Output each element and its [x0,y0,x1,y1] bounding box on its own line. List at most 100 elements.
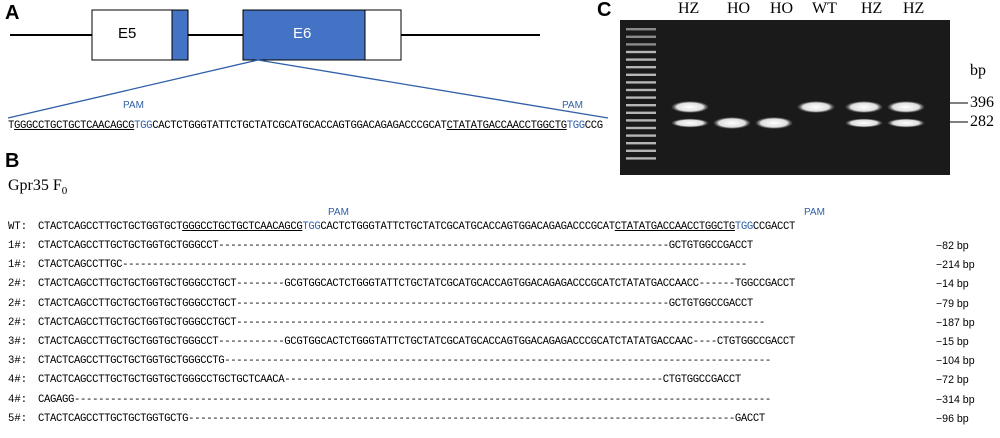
alignment-row: 1#: CTACTCAGCCTTGCTGCTGGTGCTGGGCCT-------… [8,240,993,259]
row-label: 1#: [8,240,28,252]
ladder-band [626,81,656,84]
band-282 [671,118,709,128]
sgrna1-site: GGGCCTGCTGCTCAACAGCG [14,120,135,132]
deletion-size: −82 bp [936,240,969,252]
panel-a-letter: A [5,2,20,24]
wt-pam2: TGG [734,221,753,233]
mutant-sequence: CTACTCAGCCTTGCTGCTGGTGCTGGGCCTGCTGCTCAAC… [38,374,741,387]
bp-unit-label: bp [970,62,986,79]
lane-label: WT [812,0,837,17]
deletion-size: −214 bp [936,259,975,272]
alignment-row: 3#:CTACTCAGCCTTGCTGCTGGTGCTGGGCCT-------… [8,336,993,355]
alignment-row: 5#: CTACTCAGCCTTGCTGCTGGTGCTG------------… [8,413,993,432]
mutant-sequence: CTACTCAGCCTTGCTGCTGGTGCTGGGCCT----------… [38,335,795,348]
band-396 [797,101,835,113]
row-label: 5#: [8,412,28,425]
wt-row: WT: CTACTCAGCCTTGCTGCTGGTGCTGGGCCTGCTGCT… [8,221,993,240]
marker-396: 396 [970,94,994,111]
deletion-size: −79 bp [936,297,969,310]
ladder-band [626,58,656,61]
row-label: 1#: [8,259,28,272]
ladder-band [626,28,656,31]
ladder-band [626,73,656,76]
mutant-rows: 1#: CTACTCAGCCTTGCTGCTGGTGCTGGGCCT-------… [8,240,993,432]
lane-label: HO [770,0,794,17]
exon6-utr [364,9,402,61]
mutant-sequence: CTACTCAGCCTTGCTGCTGGTGCTGGGCCTG---------… [38,355,771,368]
exon5-coding [171,9,189,61]
deletion-size: −314 bp [936,393,975,406]
lane-label: HZ [903,0,925,17]
row-label: 2#: [8,297,28,310]
deletion-size: −72 bp [936,374,969,387]
row-label: 3#: [8,355,28,368]
mutant-sequence: CTACTCAGCCTTGCTGCTGGTGCTGGGCCT----------… [38,240,753,252]
deletion-size: −15 bp [936,335,969,348]
deletion-size: −96 bp [936,412,969,425]
wt-sgrna2: CTATATGACCAACCTGGCTG [614,221,736,233]
pam-label-a-right: PAM [562,100,583,111]
wt-part: CTACTCAGCCTTGCTGCTGGTGCT [38,221,183,233]
title-text: Gpr35 F [8,177,62,194]
seq-a-middle: CACTCTGGGTATTCTGCTATCGCATGCACCAGTGGACAGA… [152,120,447,132]
mutant-sequence: CTACTCAGCCTTGCTGCTGGTGCTGGGCCTGCT-------… [38,278,795,291]
deletion-size: −104 bp [936,355,975,368]
row-label: 2#: [8,316,28,329]
alignment-row: 4#: CTACTCAGCCTTGCTGCTGGTGCTGGGCCTGCTGCTC… [8,374,993,393]
alignment-row: 2#: CTACTCAGCCTTGCTGCTGGTGCTGGGCCTGCT----… [8,317,993,336]
zoom-line-left [7,59,259,119]
alignment-block: WT: CTACTCAGCCTTGCTGCTGGTGCTGGGCCTGCTGCT… [8,221,993,432]
deletion-size: −187 bp [936,316,975,329]
lane-label: HO [727,0,751,17]
band-282 [887,118,925,128]
ladder-band [626,111,656,114]
ladder-band [626,66,656,69]
lane-label: HZ [861,0,883,17]
panel-b-title: Gpr35 F0 [8,177,67,197]
ladder-band [626,35,656,38]
marker-282: 282 [970,113,994,130]
ladder-band [626,119,656,122]
panel-b-letter: B [5,150,20,172]
alignment-row: 3#: CTACTCAGCCTTGCTGCTGGTGCTGGGCCTG------… [8,355,993,374]
deletion-size: −14 bp [936,278,969,291]
gel-background [620,20,950,175]
zoom-line-right [257,59,609,119]
band-282 [845,118,883,128]
wt-sequence: CTACTCAGCCTTGCTGCTGGTGCTGGGCCTGCTGCTCAAC… [38,221,795,233]
ladder-band [626,43,656,46]
wt-end: CCGACCT [752,221,795,233]
agarose-gel-image [620,20,950,175]
panel-c-letter: C [597,0,612,21]
alignment-row: 2#:CTACTCAGCCTTGCTGCTGGTGCTGGGCCTGCT----… [8,278,993,297]
ladder-band [626,157,656,160]
alignment-row: 1#: CTACTCAGCCTTGC-----------------------… [8,259,993,278]
pam1: TGG [134,120,153,132]
target-sequence-a: TGGGCCTGCTGCTCAACAGCGTGGCACTCTGGGTATTCTG… [8,120,603,132]
seq-a-end: CCG [584,120,603,132]
wt-pam1: TGG [302,221,321,233]
mutant-sequence: CTACTCAGCCTTGCTGCTGGTGCTG---------------… [38,412,765,425]
gene-structure-diagram [7,9,609,119]
ladder-band [626,104,656,107]
pam-label-a-left: PAM [123,100,144,111]
ladder-band [626,96,656,99]
exon5-box [91,9,173,61]
gel-lane-labels: HZ HO HO WT HZ HZ [660,0,950,20]
mutant-sequence: CTACTCAGCCTTGCTGCTGGTGCTGGGCCTGCT-------… [38,316,765,329]
row-label: 4#: [8,374,28,387]
wt-sgrna1: GGGCCTGCTGCTCAACAGCG [182,221,303,233]
band-396 [671,101,709,113]
ladder-band [626,88,656,92]
seq-a-part: T [8,120,15,132]
ladder-band [626,142,656,145]
mutant-sequence: CAGAGG----------------------------------… [38,393,771,406]
pam2: TGG [566,120,585,132]
band-396 [845,101,883,113]
row-label: 4#: [8,393,28,406]
alignment-row: 4#: CAGAGG-------------------------------… [8,394,993,413]
pam-label-b-right: PAM [804,207,825,218]
exon5-label: E5 [118,25,137,42]
ladder-band [626,126,656,130]
mutant-sequence: CTACTCAGCCTTGC--------------------------… [38,259,747,272]
